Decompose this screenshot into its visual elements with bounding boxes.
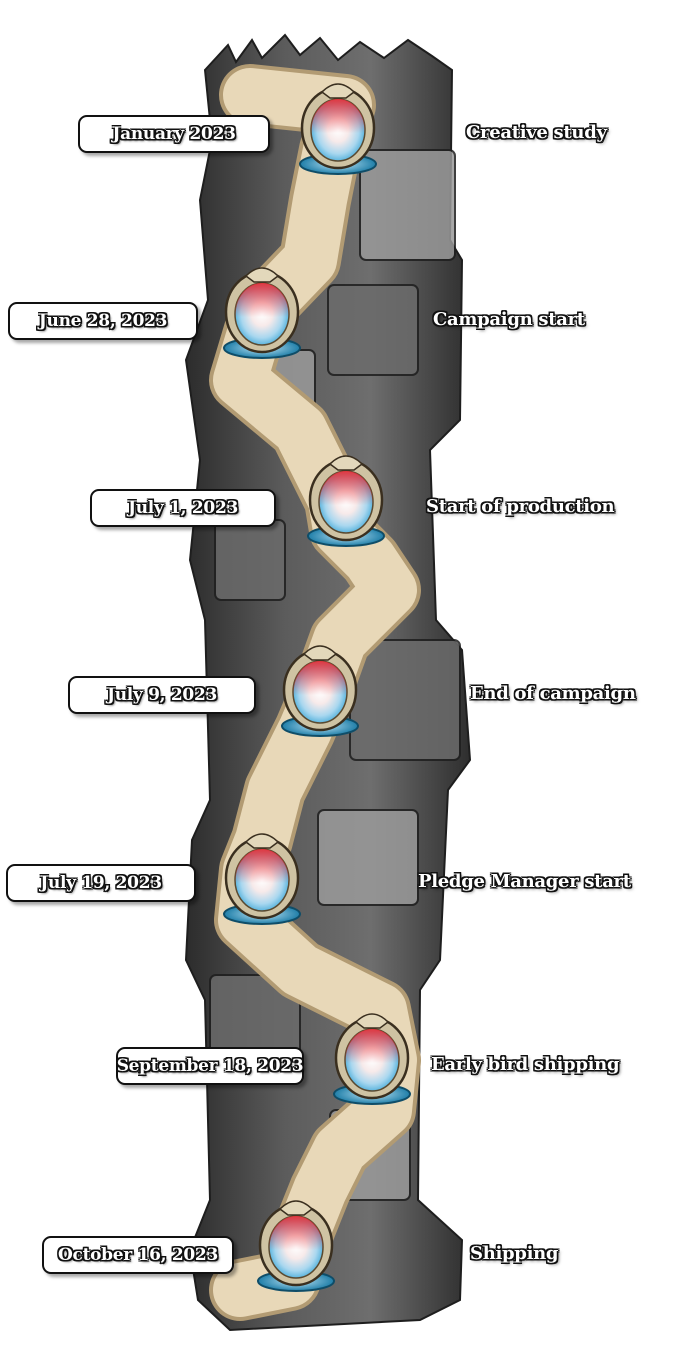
milestone-label-5: Pledge Manager start bbox=[418, 870, 631, 892]
portal-stone-icon bbox=[257, 1200, 335, 1292]
date-box-6: September 18, 2023 bbox=[116, 1047, 304, 1085]
portal-red-glow bbox=[235, 283, 289, 345]
milestone-label-1: Creative study bbox=[466, 121, 607, 143]
stone-slab bbox=[349, 639, 461, 761]
stone-slab bbox=[214, 519, 286, 601]
portal-capstone bbox=[328, 455, 364, 471]
date-box-7: October 16, 2023 bbox=[42, 1236, 234, 1274]
portal-stone-icon bbox=[307, 455, 385, 547]
milestone-label-7: Shipping bbox=[470, 1242, 559, 1264]
portal-red-glow bbox=[269, 1216, 323, 1278]
portal-capstone bbox=[320, 83, 356, 99]
portal-stone-icon bbox=[223, 833, 301, 925]
stone-slab bbox=[327, 284, 419, 376]
portal-red-glow bbox=[345, 1029, 399, 1091]
portal-red-glow bbox=[311, 99, 365, 161]
portal-red-glow bbox=[319, 471, 373, 533]
date-box-3: July 1, 2023 bbox=[90, 489, 276, 527]
portal-red-glow bbox=[235, 849, 289, 911]
portal-capstone bbox=[354, 1013, 390, 1029]
portal-capstone bbox=[302, 645, 338, 661]
portal-capstone bbox=[278, 1200, 314, 1216]
stone-slab bbox=[359, 149, 456, 261]
portal-stone-icon bbox=[333, 1013, 411, 1105]
portal-red-glow bbox=[293, 661, 347, 723]
date-box-5: July 19, 2023 bbox=[6, 864, 196, 902]
date-box-1: January 2023 bbox=[78, 115, 270, 153]
stone-slab bbox=[317, 809, 419, 906]
date-box-4: July 9, 2023 bbox=[68, 676, 256, 714]
portal-stone-icon bbox=[281, 645, 359, 737]
portal-stone-icon bbox=[223, 267, 301, 359]
milestone-label-6: Early bird shipping bbox=[431, 1053, 620, 1075]
portal-capstone bbox=[244, 833, 280, 849]
milestone-label-4: End of campaign bbox=[470, 682, 636, 704]
date-box-2: June 28, 2023 bbox=[8, 302, 198, 340]
portals bbox=[223, 83, 411, 1292]
milestone-label-2: Campaign start bbox=[433, 308, 585, 330]
portal-stone-icon bbox=[299, 83, 377, 175]
milestone-label-3: Start of production bbox=[426, 495, 615, 517]
portal-capstone bbox=[244, 267, 280, 283]
